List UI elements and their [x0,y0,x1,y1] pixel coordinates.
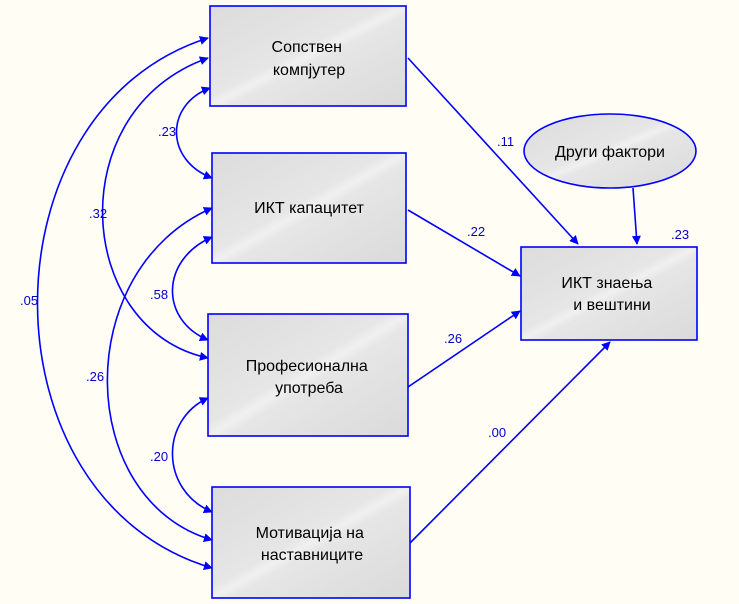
coef-cov-capacity-motivation: .26 [86,369,104,384]
coef-cov-capacity-professional: .58 [150,287,168,302]
path-ict-capacity [407,209,521,277]
cov-capacity-professional [171,236,213,342]
box-teacher-motivation [211,486,411,599]
path-other-factors [631,187,641,245]
label-ict-capacity: ИКТ капацитет [254,200,364,217]
cov-professional-motivation [171,397,213,513]
label-other-factors: Други фактори [555,144,665,161]
cov-own-professional [101,56,209,361]
ellipse-other-factors [523,113,697,189]
cov-own-motivation [36,36,213,571]
coef-cov-own-capacity: .23 [158,124,176,139]
coef-path-teacher-motivation: .00 [488,425,506,440]
path-professional-use [407,310,521,388]
label-ict-knowledge: ИКТ знаења и вештини [561,275,656,314]
coef-cov-own-motivation: .05 [20,293,38,308]
coef-cov-own-professional: .32 [89,206,107,221]
label-professional-use: Професионална употреба [246,358,372,397]
cov-own-capacity [175,86,213,180]
box-professional-use [207,313,409,437]
box-ict-knowledge [520,246,698,341]
coef-cov-professional-motivation: .20 [150,449,168,464]
path-own-computer [407,57,579,245]
coef-path-professional-use: .26 [444,331,462,346]
coef-path-ict-capacity: .22 [467,224,485,239]
box-ict-capacity [211,152,407,264]
path-teacher-motivation [409,341,611,544]
box-own-computer [209,5,407,107]
label-teacher-motivation: Мотивација на наставниците [256,525,369,564]
label-own-computer: Сопствен компјутер [272,39,347,79]
coef-path-own-computer: .11 [497,134,514,149]
cov-capacity-motivation [106,207,213,543]
coef-r-squared: .23 [671,227,689,242]
